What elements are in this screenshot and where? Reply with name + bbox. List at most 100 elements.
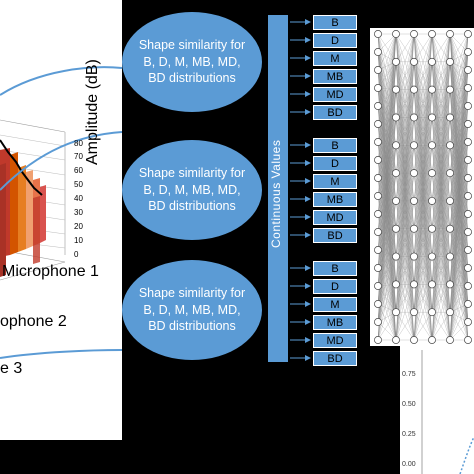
network-node — [374, 264, 382, 272]
network-node — [464, 336, 472, 344]
network-node — [428, 196, 436, 205]
network-node — [374, 192, 382, 200]
tick-label: 50 — [74, 180, 83, 189]
tick-label: 80 — [74, 139, 83, 148]
network-node — [464, 84, 472, 92]
network-node — [410, 113, 418, 122]
amplitude-bars — [0, 148, 46, 277]
network-node — [392, 30, 400, 38]
network-node — [428, 113, 436, 122]
network-node — [464, 66, 472, 74]
flow-arrows-left — [0, 66, 122, 359]
network-node — [464, 120, 472, 128]
output-plot-panel: 0.75 0.50 0.25 0.00 — [400, 345, 474, 474]
network-node — [410, 169, 418, 178]
microphone-2-label: ophone 2 — [0, 313, 67, 330]
network-node — [410, 30, 418, 38]
network-node — [374, 66, 382, 74]
shape-similarity-bubble-3: Shape similarity for B, D, M, MB, MD, BD… — [122, 260, 262, 360]
shape-similarity-bubble-1: Shape similarity for B, D, M, MB, MD, BD… — [122, 12, 262, 112]
network-node — [410, 280, 418, 289]
label-box-b: B — [313, 15, 357, 30]
network-node — [446, 113, 454, 122]
network-node — [428, 336, 436, 344]
network-node — [464, 102, 472, 110]
network-node — [464, 300, 472, 308]
label-box-b: B — [313, 138, 357, 153]
network-connections — [377, 33, 469, 341]
label-box-bd: BD — [313, 228, 357, 243]
network-node — [446, 280, 454, 289]
network-node — [374, 84, 382, 92]
network-node — [464, 282, 472, 290]
network-node — [392, 169, 400, 178]
tick-label: 60 — [74, 166, 83, 175]
label-box-m: M — [313, 297, 357, 312]
network-node — [464, 48, 472, 56]
network-node — [392, 308, 400, 317]
neural-network-diagram — [374, 30, 472, 344]
label-box-m: M — [313, 174, 357, 189]
network-node — [392, 57, 400, 66]
network-node — [464, 174, 472, 182]
network-node — [392, 252, 400, 261]
network-node — [446, 252, 454, 261]
network-node — [464, 30, 472, 38]
network-node — [446, 57, 454, 66]
network-node — [374, 48, 382, 56]
microphone-3-label: e 3 — [0, 360, 23, 377]
microphone-1-label: Microphone 1 — [2, 263, 99, 280]
shape-similarity-bubble-2: Shape similarity for B, D, M, MB, MD, BD… — [122, 140, 262, 240]
label-box-d: D — [313, 33, 357, 48]
label-box-md: MD — [313, 210, 357, 225]
network-node — [410, 141, 418, 150]
network-node — [446, 196, 454, 205]
network-node — [464, 138, 472, 146]
network-node — [374, 246, 382, 254]
label-box-d: D — [313, 279, 357, 294]
network-node — [392, 85, 400, 94]
network-node — [428, 85, 436, 94]
network-node — [374, 102, 382, 110]
axis-title: Amplitude (dB) — [84, 59, 101, 165]
y-tick-label: 0.50 — [402, 401, 416, 408]
label-box-mb: MB — [313, 192, 357, 207]
network-node — [464, 210, 472, 218]
y-tick-label: 0.25 — [402, 431, 416, 438]
network-node — [374, 282, 382, 290]
network-node — [410, 308, 418, 317]
network-node — [392, 224, 400, 233]
network-node — [464, 156, 472, 164]
network-node — [374, 156, 382, 164]
tick-label: 0 — [74, 250, 79, 259]
network-node — [410, 224, 418, 233]
network-node — [410, 252, 418, 261]
label-box-md: MD — [313, 333, 357, 348]
network-node — [428, 141, 436, 150]
network-node — [428, 224, 436, 233]
output-curve — [421, 350, 474, 474]
y-tick-label: 0.75 — [402, 371, 416, 378]
network-node — [464, 318, 472, 326]
network-node — [446, 336, 454, 344]
network-node — [392, 141, 400, 150]
network-node — [446, 85, 454, 94]
network-node — [446, 308, 454, 317]
network-node — [374, 228, 382, 236]
network-node — [428, 57, 436, 66]
network-node — [374, 318, 382, 326]
network-node — [428, 30, 436, 38]
network-node — [446, 141, 454, 150]
network-node — [374, 174, 382, 182]
network-node — [392, 196, 400, 205]
network-node — [428, 252, 436, 261]
network-node — [446, 169, 454, 178]
label-box-m: M — [313, 51, 357, 66]
network-node — [374, 210, 382, 218]
tick-label: 70 — [74, 152, 83, 161]
network-node — [392, 113, 400, 122]
neural-network-panel — [370, 28, 474, 346]
feature-arrows — [290, 19, 311, 361]
network-node — [374, 300, 382, 308]
network-node — [410, 85, 418, 94]
